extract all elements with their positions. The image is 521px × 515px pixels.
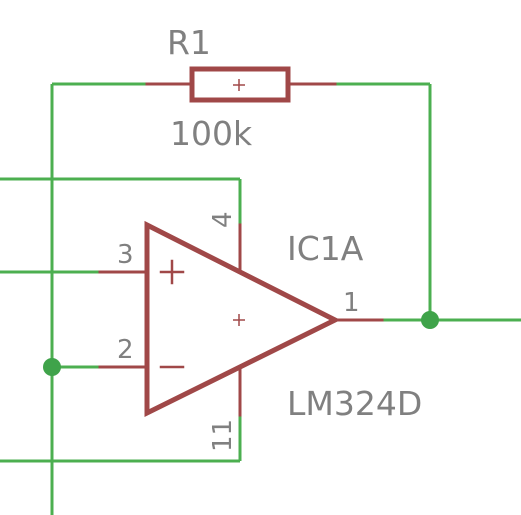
resistor-ref-label: R1 [167, 23, 211, 62]
opamp-triangle [144, 220, 341, 418]
resistor-value-label: 100k [170, 114, 253, 153]
junctions [43, 311, 439, 376]
wires [0, 82, 521, 515]
opamp-part-label: LM324D [287, 384, 422, 423]
opamp-ic1a[interactable]: 3 2 1 4 11 IC1A LM324D [98, 211, 422, 452]
junction-output [421, 311, 439, 329]
opamp-ref-label: IC1A [287, 229, 364, 268]
resistor-body [189, 66, 291, 103]
opamp-pin1-number: 1 [343, 288, 360, 318]
opamp-pin11-number: 11 [208, 419, 238, 452]
opamp-pin3-number: 3 [117, 240, 134, 270]
resistor-r1[interactable]: R1 100k [145, 23, 337, 153]
junction-inverting [43, 358, 61, 376]
opamp-pin2-number: 2 [117, 335, 134, 365]
opamp-pin4-number: 4 [208, 211, 238, 228]
